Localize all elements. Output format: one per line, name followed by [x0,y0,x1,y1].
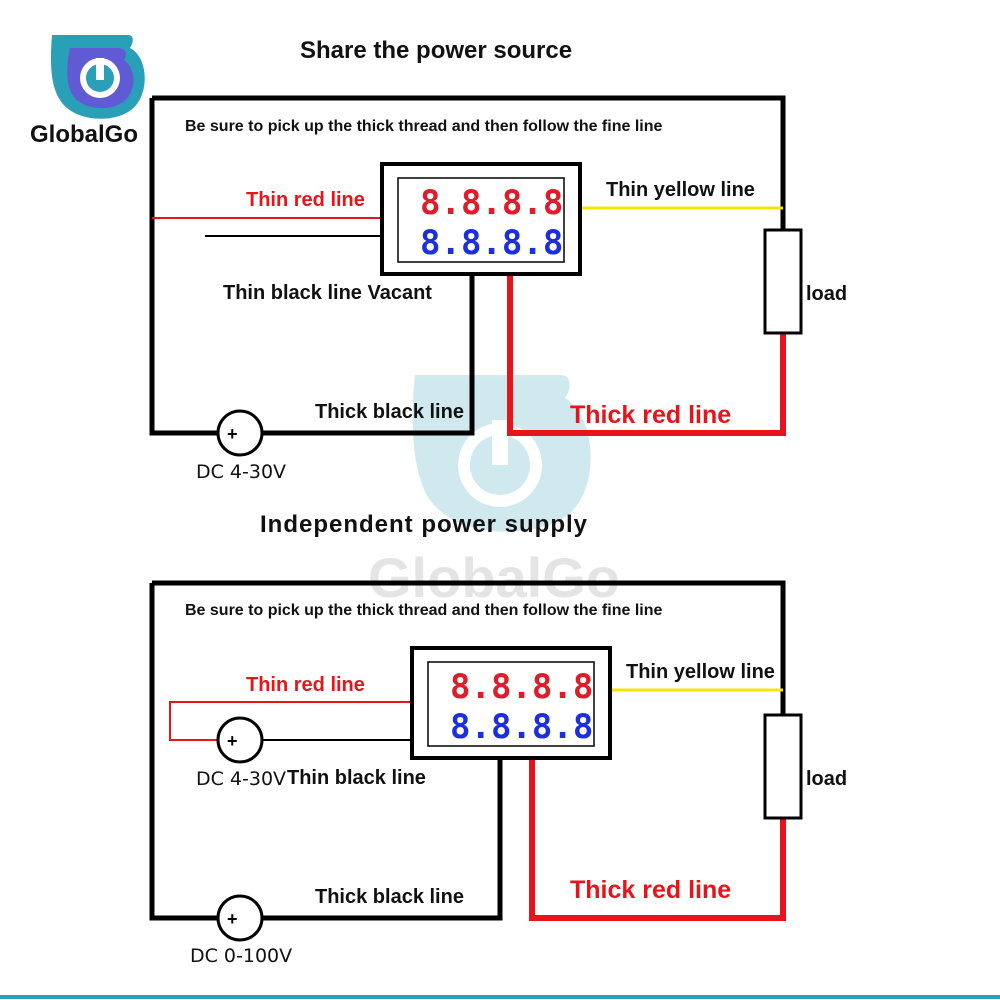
watermark: GlobalGo [368,375,620,609]
bottom-dc-source-2 [216,894,264,942]
bottom-load [763,713,803,820]
bottom-thick-red-wire [529,758,786,921]
bottom-meter-reading-2: 8.8.8.8 [450,707,593,747]
top-frame-wire [152,95,786,230]
bottom-thick-black-wire [262,758,503,921]
bottom-diagram: Independent power supply 8.8.8.8 8.8.8.8… [149,511,847,967]
top-meter-reading-1: 8.8.8.8 [420,183,563,223]
bottom-thin-yellow-label: Thin yellow line [626,661,775,683]
top-thick-red-label: Thick red line [570,401,731,429]
top-thick-red-wire [507,275,786,436]
top-thick-black-wire [262,275,475,436]
svg-text:+: + [227,424,238,444]
top-source-label: DC 4-30V [196,461,286,483]
bottom-load-label: load [806,768,847,790]
top-note: Be sure to pick up the thick thread and … [185,118,662,135]
bottom-dc-source-1 [216,716,264,764]
top-thin-red-label: Thin red line [246,189,365,211]
bottom-thin-red-wire [169,701,414,741]
svg-text:+: + [227,909,238,929]
bottom-thick-red-label: Thick red line [570,876,731,904]
bottom-thick-black-label: Thick black line [315,886,464,908]
top-load-label: load [806,283,847,305]
top-title: Share the power source [300,37,572,64]
watermark-text: GlobalGo [368,546,620,609]
bottom-note: Be sure to pick up the thick thread and … [185,602,662,619]
bottom-frame-wire [152,580,786,715]
top-diagram: Share the power source 8.8.8.8 8.8.8.8 l… [149,37,847,483]
brand-name: GlobalGo [30,121,138,148]
globalgo-logo: GlobalGo [30,35,145,148]
top-load [763,228,803,335]
top-meter-reading-2: 8.8.8.8 [420,223,563,263]
bottom-thin-red-label: Thin red line [246,674,365,696]
bottom-title: Independent power supply [260,511,588,538]
svg-text:+: + [227,731,238,751]
top-thick-black-label: Thick black line [315,401,464,423]
bottom-source1-label: DC 4-30V [196,768,286,790]
bottom-meter-reading-1: 8.8.8.8 [450,667,593,707]
bottom-thin-black-label: Thin black line [287,767,426,789]
top-dc-source [216,409,264,457]
top-thin-yellow-label: Thin yellow line [606,179,755,201]
top-thin-black-label: Thin black line Vacant [223,282,432,304]
bottom-source2-label: DC 0-100V [190,945,292,967]
